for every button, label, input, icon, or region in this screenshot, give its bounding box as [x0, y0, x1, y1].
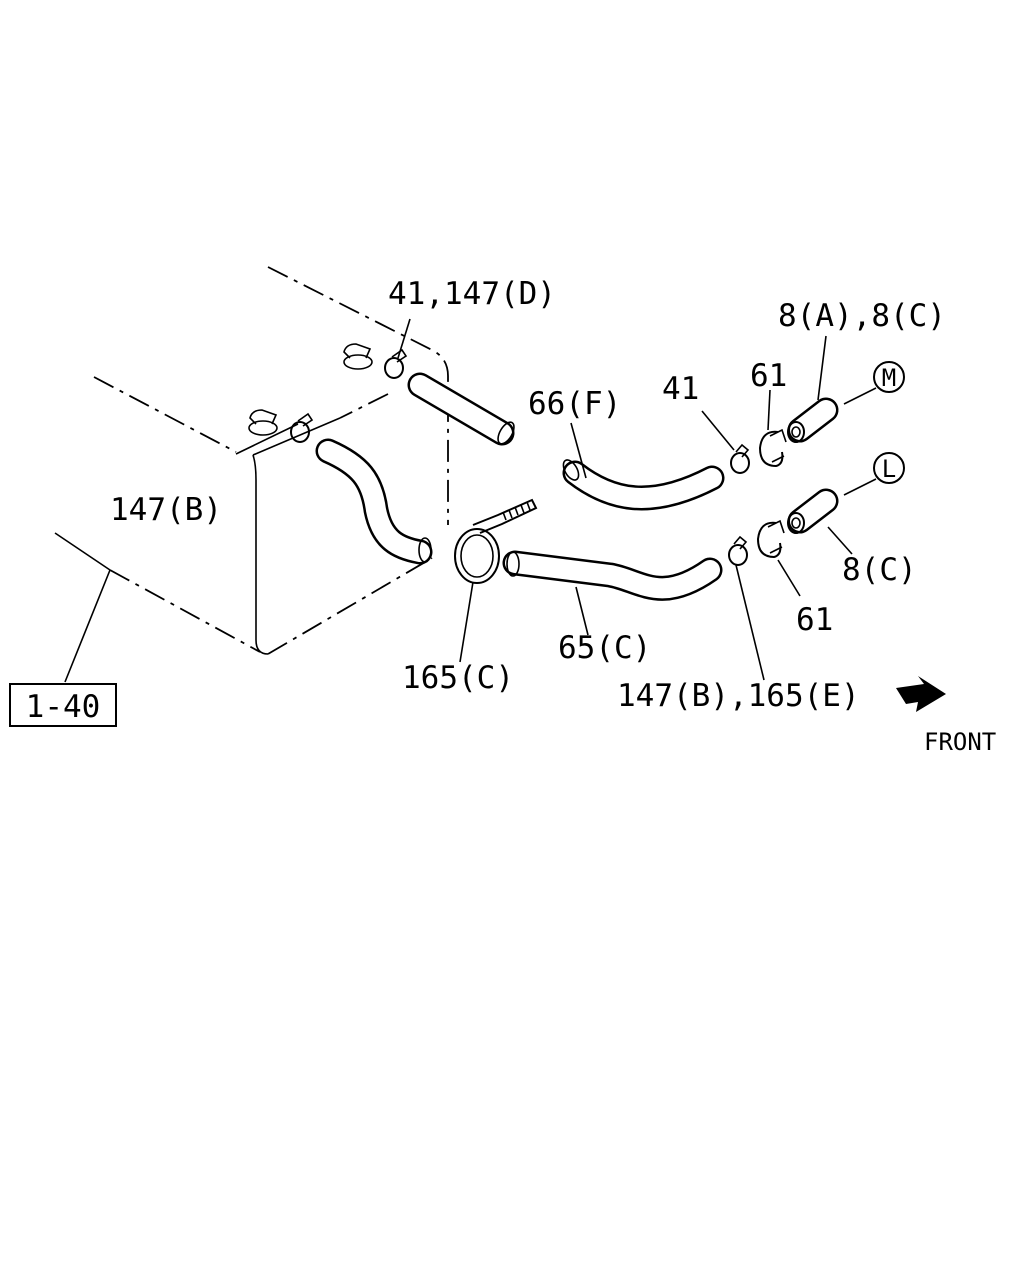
connector-marker-m: M: [873, 361, 905, 393]
reference-box-1-40[interactable]: 1-40: [9, 683, 117, 727]
pipe-8c: [787, 488, 839, 534]
band-clamp-165c: [454, 498, 538, 584]
connector-marker-l: L: [873, 452, 905, 484]
hose-65c: [502, 550, 723, 601]
reference-label-1-40: 1-40: [26, 689, 101, 725]
label-147b-left: 147(B): [110, 492, 222, 528]
clip-lower-147b: [290, 412, 314, 443]
clip-147b-165e: [728, 535, 748, 566]
clip-upper-41: [384, 348, 408, 379]
clamp-61-top: [758, 428, 787, 468]
fuel-tank-outline: [54, 266, 449, 655]
label-8c: 8(C): [842, 552, 917, 588]
marker-m-letter: M: [882, 364, 896, 392]
tank-nipple-upper: [343, 343, 373, 370]
label-66f: 66(F): [528, 386, 621, 422]
label-8a-8c: 8(A),8(C): [778, 298, 946, 334]
front-label: FRONT: [924, 728, 996, 756]
label-61-top: 61: [750, 358, 787, 394]
label-41: 41: [662, 371, 699, 407]
tank-hose-upper: [407, 372, 515, 446]
label-147b-165e: 147(B),165(E): [617, 678, 860, 714]
label-165c: 165(C): [402, 660, 514, 696]
pipe-8a-8c: [787, 397, 839, 443]
hose-66f: [562, 459, 725, 511]
clamp-61-bottom: [756, 519, 785, 559]
front-arrow-icon: [896, 676, 946, 712]
label-65c: 65(C): [558, 630, 651, 666]
clip-41: [730, 443, 750, 474]
tank-hose-left: [315, 438, 433, 565]
label-61-bottom: 61: [796, 602, 833, 638]
tank-nipple-lower: [248, 409, 278, 436]
leader-lines: [64, 318, 877, 683]
marker-l-letter: L: [882, 455, 896, 483]
label-41-147d: 41,147(D): [388, 276, 556, 312]
